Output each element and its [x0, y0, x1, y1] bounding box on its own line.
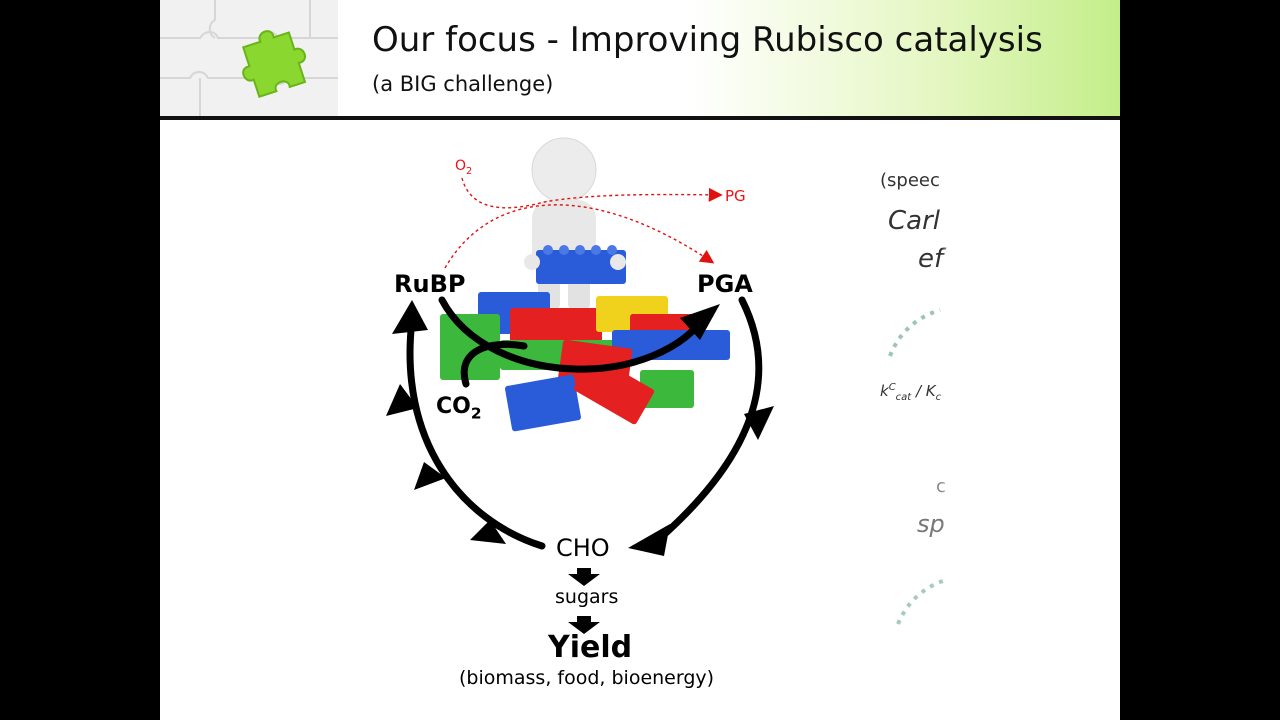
faded-c-text: c [936, 476, 946, 497]
page-title: Our focus - Improving Rubisco catalysis [372, 20, 1043, 60]
carboxylation-text: Carl [888, 206, 940, 236]
co2-label: CO2 [436, 394, 482, 423]
header-band: Our focus - Improving Rubisco catalysis … [160, 0, 1120, 116]
cycle-arrows [406, 296, 763, 550]
kcat-formula: kCcat / Kc [880, 382, 942, 403]
build-animation-mask [942, 130, 1120, 720]
puzzle-piece-icon [160, 0, 338, 116]
o2-to-pg-arrow [461, 177, 723, 209]
yield-label: Yield [548, 630, 633, 665]
speed-text: (speec [880, 170, 940, 191]
efficiency-gauge-icon [888, 308, 941, 357]
rubp-label: RuBP [394, 270, 466, 298]
lego-builder-illustration [440, 137, 730, 432]
efficiency-text: ef [918, 244, 944, 274]
yield-examples-label: (biomass, food, bioenergy) [459, 667, 715, 689]
down-arrows [568, 568, 600, 634]
puzzle-background-image [160, 0, 338, 116]
speed-gauge-icon [896, 578, 947, 625]
cho-label: CHO [556, 534, 610, 562]
pg-label: PG [725, 187, 746, 205]
pga-label: PGA [697, 270, 753, 298]
calvin-cycle-diagram [386, 137, 947, 634]
oxygenation-arrow [444, 204, 715, 269]
page-subtitle: (a BIG challenge) [372, 72, 554, 96]
specificity-text: sp [917, 510, 945, 538]
o2-label: O2 [455, 158, 473, 177]
cycle-arrowheads [386, 300, 774, 556]
header-divider [160, 116, 1120, 120]
slide: Our focus - Improving Rubisco catalysis … [160, 0, 1120, 720]
sugars-label: sugars [555, 586, 619, 608]
